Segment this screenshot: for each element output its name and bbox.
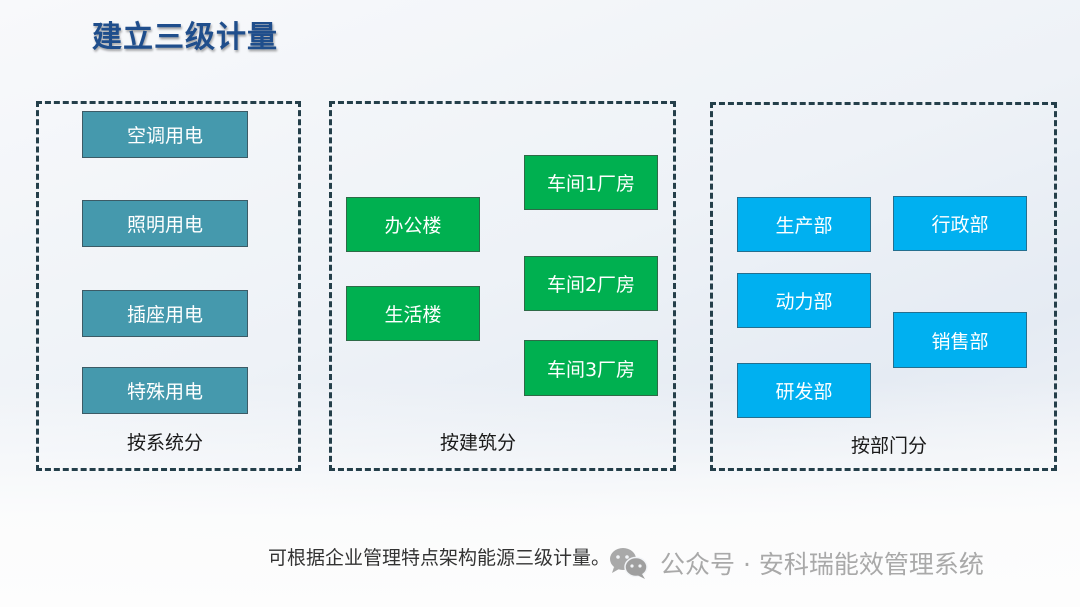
box-office-building[interactable]: 办公楼	[346, 197, 480, 252]
page-title: 建立三级计量	[92, 20, 278, 55]
box-admin-dept[interactable]: 行政部	[893, 196, 1027, 251]
box-workshop-1[interactable]: 车间1厂房	[524, 155, 658, 210]
box-socket-power[interactable]: 插座用电	[82, 290, 248, 337]
panel-label-by-department: 按部门分	[850, 435, 928, 457]
box-dormitory-building[interactable]: 生活楼	[346, 286, 480, 341]
box-power-dept[interactable]: 动力部	[737, 273, 871, 328]
caption-text: 可根据企业管理特点架构能源三级计量。	[268, 547, 611, 569]
box-lighting-power[interactable]: 照明用电	[82, 200, 248, 247]
panel-by-building	[329, 101, 676, 471]
panel-by-department	[710, 102, 1057, 471]
panel-by-system	[36, 101, 301, 471]
watermark-text: 公众号 · 安科瑞能效管理系统	[660, 550, 984, 579]
box-production-dept[interactable]: 生产部	[737, 197, 871, 252]
box-sales-dept[interactable]: 销售部	[893, 312, 1027, 368]
box-ac-power[interactable]: 空调用电	[82, 111, 248, 158]
watermark: 公众号 · 安科瑞能效管理系统	[608, 545, 984, 581]
box-workshop-2[interactable]: 车间2厂房	[524, 256, 658, 311]
panel-label-by-building: 按建筑分	[439, 432, 517, 454]
box-special-power[interactable]: 特殊用电	[82, 367, 248, 414]
box-rnd-dept[interactable]: 研发部	[737, 363, 871, 418]
wechat-icon	[608, 546, 650, 580]
box-workshop-3[interactable]: 车间3厂房	[524, 340, 658, 396]
panel-label-by-system: 按系统分	[126, 432, 204, 454]
